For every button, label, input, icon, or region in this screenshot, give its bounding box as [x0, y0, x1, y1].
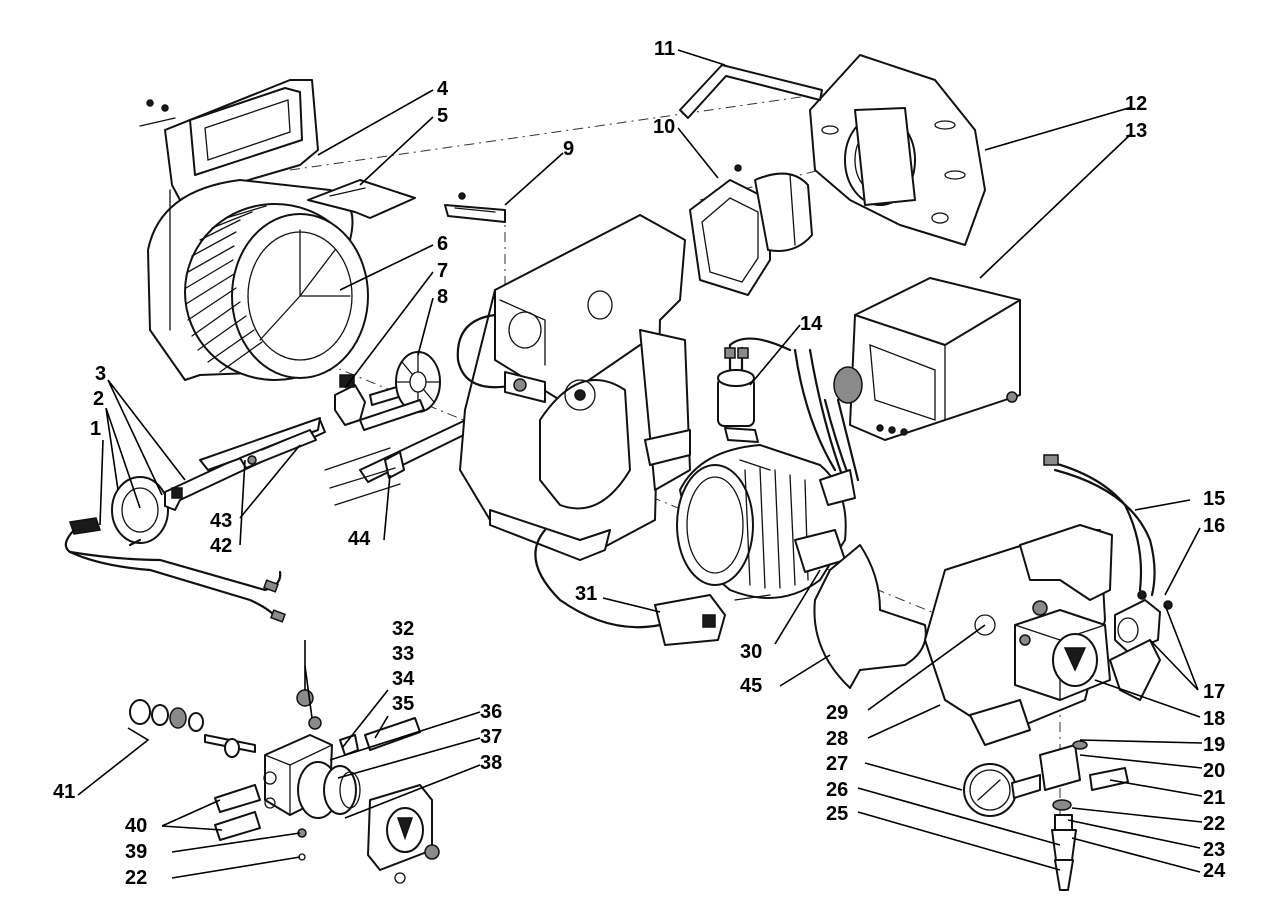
callout-3: 3	[95, 363, 106, 385]
callout-27: 27	[826, 753, 848, 775]
callout-9: 9	[563, 138, 574, 160]
callout-35: 35	[392, 693, 414, 715]
callout-34: 34	[392, 668, 415, 690]
leader-lines	[77, 49, 1203, 879]
motor-gasket	[813, 544, 927, 689]
callout-23: 23	[1203, 839, 1225, 861]
motor	[676, 444, 856, 601]
callout-38: 38	[480, 752, 502, 774]
callout-8: 8	[437, 286, 448, 308]
callout-30: 30	[740, 641, 762, 663]
callout-1: 1	[90, 418, 101, 440]
callout-40: 40	[125, 815, 147, 837]
adjusting-rod	[679, 64, 823, 119]
pump-cover	[367, 784, 440, 884]
solenoid-cable	[1043, 454, 1156, 597]
callout-42: 42	[210, 535, 232, 557]
callout-13: 13	[1125, 120, 1147, 142]
callout-11: 11	[654, 38, 675, 60]
callout-41: 41	[53, 781, 75, 803]
callout-14: 14	[800, 313, 823, 335]
callout-45: 45	[740, 675, 762, 697]
callout-36: 36	[480, 701, 502, 723]
pump-filter	[297, 761, 361, 819]
solenoid-valve	[1109, 590, 1173, 701]
callout-33: 33	[392, 643, 414, 665]
callout-44: 44	[348, 528, 371, 550]
callout-4: 4	[437, 78, 449, 100]
callout-31: 31	[575, 583, 597, 605]
control-box	[833, 277, 1021, 441]
capacitor	[717, 337, 792, 443]
callout-10: 10	[653, 116, 675, 138]
pressure-gauge	[963, 763, 1041, 817]
callout-16: 16	[1203, 515, 1225, 537]
callout-17: 17	[1203, 681, 1225, 703]
callout-39: 39	[125, 841, 147, 863]
callout-20: 20	[1203, 760, 1225, 782]
photocell-holder	[69, 476, 169, 544]
mounting-flange	[809, 54, 986, 246]
callout-21: 21	[1203, 787, 1225, 809]
hinge-pin	[444, 192, 506, 223]
fan-wheel	[184, 203, 369, 381]
callout-43: 43	[210, 510, 232, 532]
callout-12: 12	[1125, 93, 1147, 115]
callout-6: 6	[437, 233, 448, 255]
callout-5: 5	[437, 105, 448, 127]
air-flap	[307, 179, 416, 219]
gauge-fittings	[1051, 767, 1129, 891]
callout-7: 7	[437, 260, 448, 282]
callout-22a: 22	[1203, 813, 1225, 835]
callout-29: 29	[826, 702, 848, 724]
callout-32: 32	[392, 618, 414, 640]
photocell-cable	[64, 528, 286, 623]
callout-19: 19	[1203, 734, 1225, 756]
callout-15: 15	[1203, 488, 1225, 510]
burner-housing	[456, 214, 691, 561]
ignition-electrode	[239, 429, 317, 469]
nozzle-assembly	[334, 351, 441, 431]
callout-26: 26	[826, 779, 848, 801]
callout-24: 24	[1203, 860, 1226, 882]
blast-tube-flange	[689, 164, 813, 296]
callout-28: 28	[826, 728, 848, 750]
callout-labels: 1 2 3 4 5 6 7 8 9 10 11 12 13 14 15 16 1…	[53, 38, 1226, 889]
callout-2: 2	[93, 388, 104, 410]
callout-37: 37	[480, 726, 502, 748]
callout-18: 18	[1203, 708, 1225, 730]
gauge-tee	[1039, 740, 1088, 791]
callout-25: 25	[826, 803, 848, 825]
callout-22b: 22	[125, 867, 147, 889]
motor-cable-plug	[534, 528, 726, 646]
electrode-lead-plate	[324, 417, 479, 506]
pump-valve-parts	[129, 699, 256, 758]
oil-pump	[1014, 600, 1111, 701]
